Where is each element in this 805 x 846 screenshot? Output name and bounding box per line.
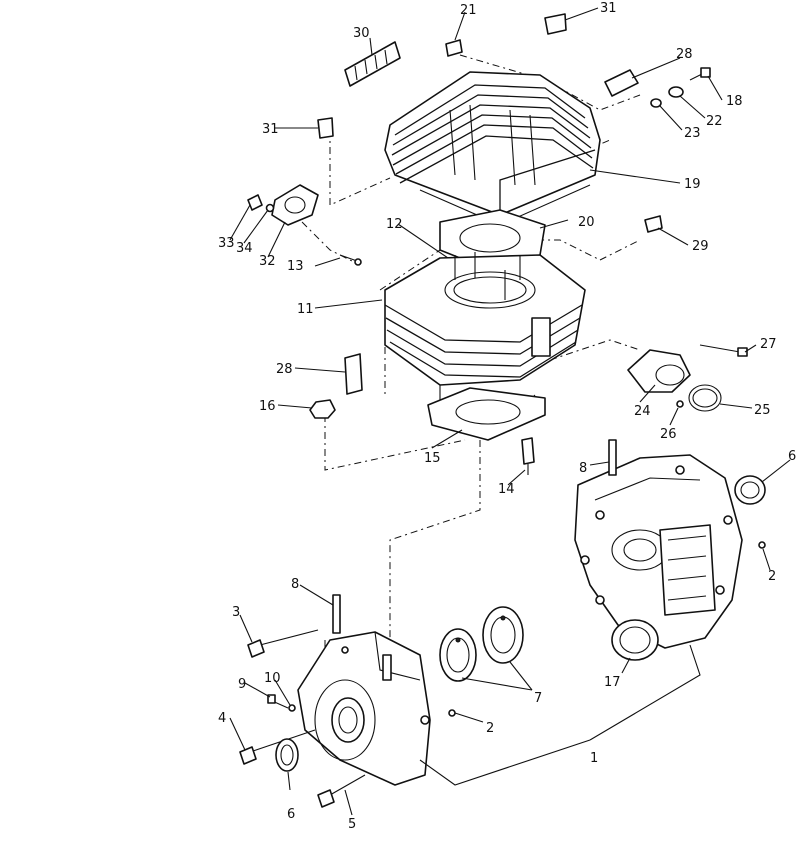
right-crankcase [574, 439, 766, 661]
callout-29: 29 [692, 239, 709, 254]
callout-4: 4 [218, 711, 226, 726]
callout-12: 12 [386, 217, 403, 232]
callout-7: 7 [534, 691, 542, 706]
callout-28-left: 28 [276, 362, 293, 377]
callout-31-left: 31 [262, 122, 279, 137]
bearings [439, 606, 524, 682]
cylinder [384, 252, 586, 411]
callout-2-left: 2 [486, 721, 494, 736]
callout-11: 11 [297, 302, 314, 317]
callout-28-top: 28 [676, 47, 693, 62]
callout-13: 13 [287, 259, 304, 274]
fasteners [247, 13, 748, 475]
callout-labels: 21 31 30 28 18 22 23 31 19 20 12 33 34 3… [218, 1, 796, 832]
left-crankcase [239, 594, 456, 808]
callout-2-right: 2 [768, 569, 776, 584]
cylinder-head [384, 71, 601, 226]
callout-26: 26 [660, 427, 677, 442]
callout-34: 34 [236, 241, 253, 256]
callout-22: 22 [706, 114, 723, 129]
callout-18: 18 [726, 94, 743, 109]
callout-20: 20 [578, 215, 595, 230]
base-gasket [427, 387, 546, 441]
callout-17: 17 [604, 675, 621, 690]
callout-3: 3 [232, 605, 240, 620]
callout-19: 19 [684, 177, 701, 192]
callout-15: 15 [424, 451, 441, 466]
callout-6-left: 6 [287, 807, 295, 822]
callout-1: 1 [590, 751, 598, 766]
callout-6-right: 6 [788, 449, 796, 464]
callout-33: 33 [218, 236, 235, 251]
callout-30: 30 [353, 26, 370, 41]
leader-lines [229, 7, 791, 816]
callout-5: 5 [348, 817, 356, 832]
callout-25: 25 [754, 403, 771, 418]
callout-23: 23 [684, 126, 701, 141]
callout-21: 21 [460, 3, 477, 18]
callout-14: 14 [498, 482, 515, 497]
callout-31-top: 31 [600, 1, 617, 16]
callout-16: 16 [259, 399, 276, 414]
callout-10: 10 [264, 671, 281, 686]
callout-8-right: 8 [579, 461, 587, 476]
callout-27: 27 [760, 337, 777, 352]
callout-8-left: 8 [291, 577, 299, 592]
callout-32: 32 [259, 254, 276, 269]
callout-24: 24 [634, 404, 651, 419]
callout-9: 9 [238, 677, 246, 692]
